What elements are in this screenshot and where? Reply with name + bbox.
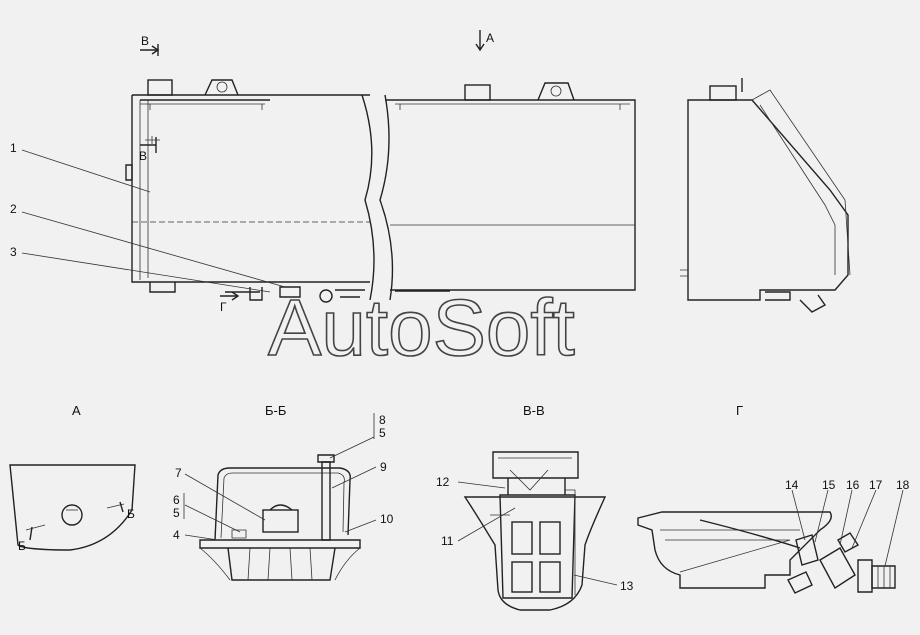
svg-text:8: 8 — [379, 413, 386, 427]
view-arrow-v-top: В — [140, 34, 160, 56]
svg-text:4: 4 — [173, 528, 180, 542]
watermark-text: AutoSoft — [268, 283, 575, 372]
callout-13: 13 — [573, 574, 634, 593]
callout-2: 2 — [10, 202, 286, 288]
label-cut-b-right: Б — [127, 507, 135, 521]
svg-text:3: 3 — [10, 245, 17, 259]
view-arrow-a-top: А — [475, 30, 494, 52]
svg-text:1: 1 — [10, 141, 17, 155]
callout-11: 11 — [441, 507, 516, 548]
callout-10: 10 — [344, 512, 394, 533]
svg-text:7: 7 — [175, 466, 182, 480]
callout-12: 12 — [436, 475, 506, 489]
callout-14: 14 — [785, 478, 806, 541]
callout-4: 4 — [173, 528, 219, 542]
svg-text:10: 10 — [380, 512, 394, 526]
label-section-vv: В-В — [523, 403, 545, 418]
svg-text:9: 9 — [380, 460, 387, 474]
svg-text:16: 16 — [846, 478, 860, 492]
tank-front-view — [125, 79, 636, 303]
label-cut-b-left: Б — [18, 539, 26, 553]
section-g: Г — [637, 403, 896, 594]
section-a: А Б Б — [9, 403, 136, 553]
section-vv: В-В — [463, 403, 607, 611]
svg-text:5: 5 — [379, 426, 386, 440]
section-bb: Б-Б — [199, 403, 361, 581]
svg-text:2: 2 — [10, 202, 17, 216]
callout-15: 15 — [814, 478, 836, 543]
svg-text:6: 6 — [173, 493, 180, 507]
callout-1: 1 — [10, 141, 151, 193]
callout-5-6: 6 5 — [173, 493, 241, 533]
callout-17: 17 — [851, 478, 883, 549]
callout-8-5: 8 5 — [329, 413, 386, 459]
view-arrow-v-side: В — [139, 137, 157, 163]
label-view-g: Г — [220, 300, 227, 314]
view-arrow-g: Г — [220, 291, 240, 314]
svg-text:18: 18 — [896, 478, 910, 492]
svg-text:17: 17 — [869, 478, 883, 492]
callout-18: 18 — [884, 478, 910, 567]
svg-text:12: 12 — [436, 475, 450, 489]
label-section-bb: Б-Б — [265, 403, 286, 418]
label-section-g: Г — [736, 403, 743, 418]
callout-7: 7 — [175, 466, 266, 521]
svg-text:5: 5 — [173, 506, 180, 520]
label-section-a: А — [72, 403, 81, 418]
callout-9: 9 — [331, 460, 387, 489]
callout-3: 3 — [10, 245, 271, 293]
label-view-a-top: А — [486, 31, 494, 45]
svg-text:13: 13 — [620, 579, 634, 593]
callout-16: 16 — [839, 478, 860, 546]
label-view-v-side: В — [139, 149, 147, 163]
label-view-v-top: В — [141, 34, 149, 48]
svg-text:15: 15 — [822, 478, 836, 492]
tank-side-view — [680, 78, 851, 313]
svg-text:11: 11 — [441, 534, 454, 548]
svg-text:14: 14 — [785, 478, 799, 492]
